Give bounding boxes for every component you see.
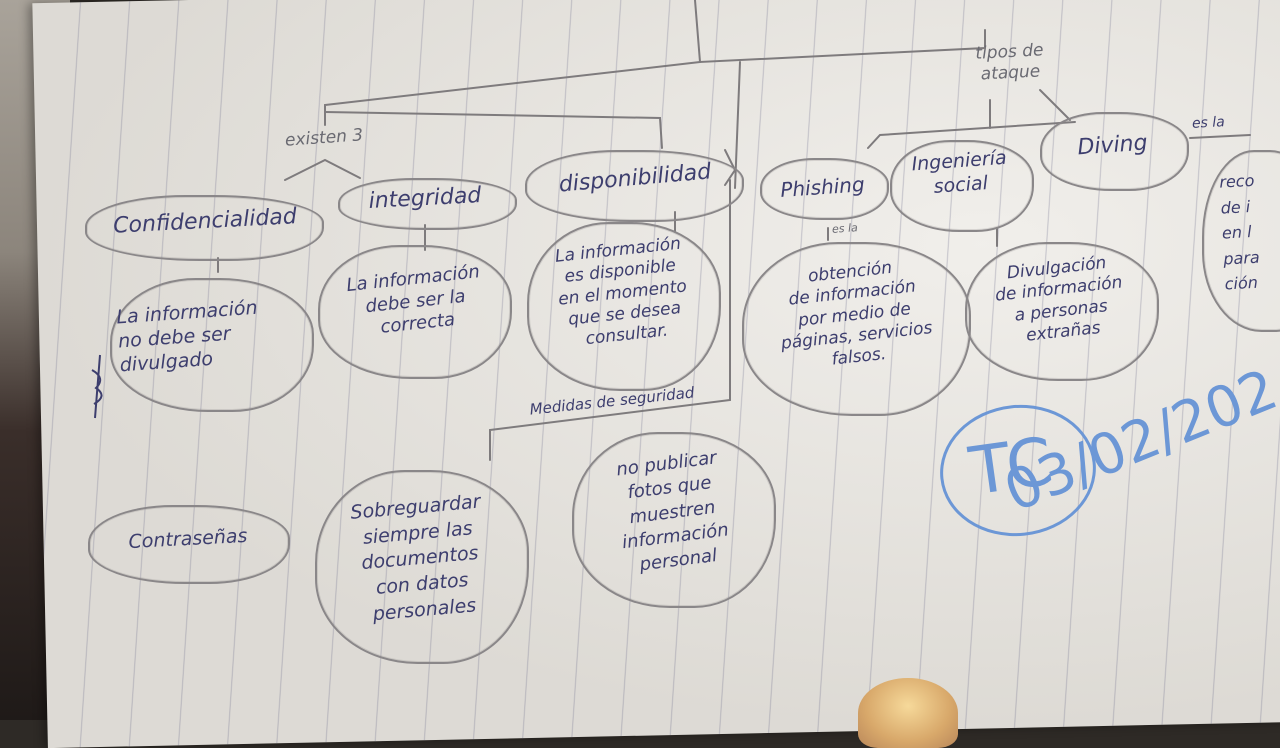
- contrasenas-bubble: [88, 505, 290, 584]
- confidencialidad-bubble: [85, 195, 324, 261]
- disponibilidad-description-bubble: [527, 222, 721, 391]
- phishing-bubble: [760, 158, 889, 220]
- no-publicar-bubble: [572, 432, 776, 608]
- signature-scribble: [91, 354, 103, 419]
- disponibilidad-bubble: [525, 150, 744, 222]
- ingenieria-social-description-bubble: [965, 242, 1159, 381]
- ingenieria-social-bubble: [890, 140, 1034, 232]
- confidencialidad-description-bubble: [110, 278, 314, 412]
- thumb-fingertip: [858, 678, 958, 748]
- integridad-description-bubble: [318, 245, 512, 379]
- sobreguardar-bubble: [315, 470, 529, 664]
- diving-bubble: [1040, 112, 1189, 191]
- integridad-bubble: [338, 178, 517, 230]
